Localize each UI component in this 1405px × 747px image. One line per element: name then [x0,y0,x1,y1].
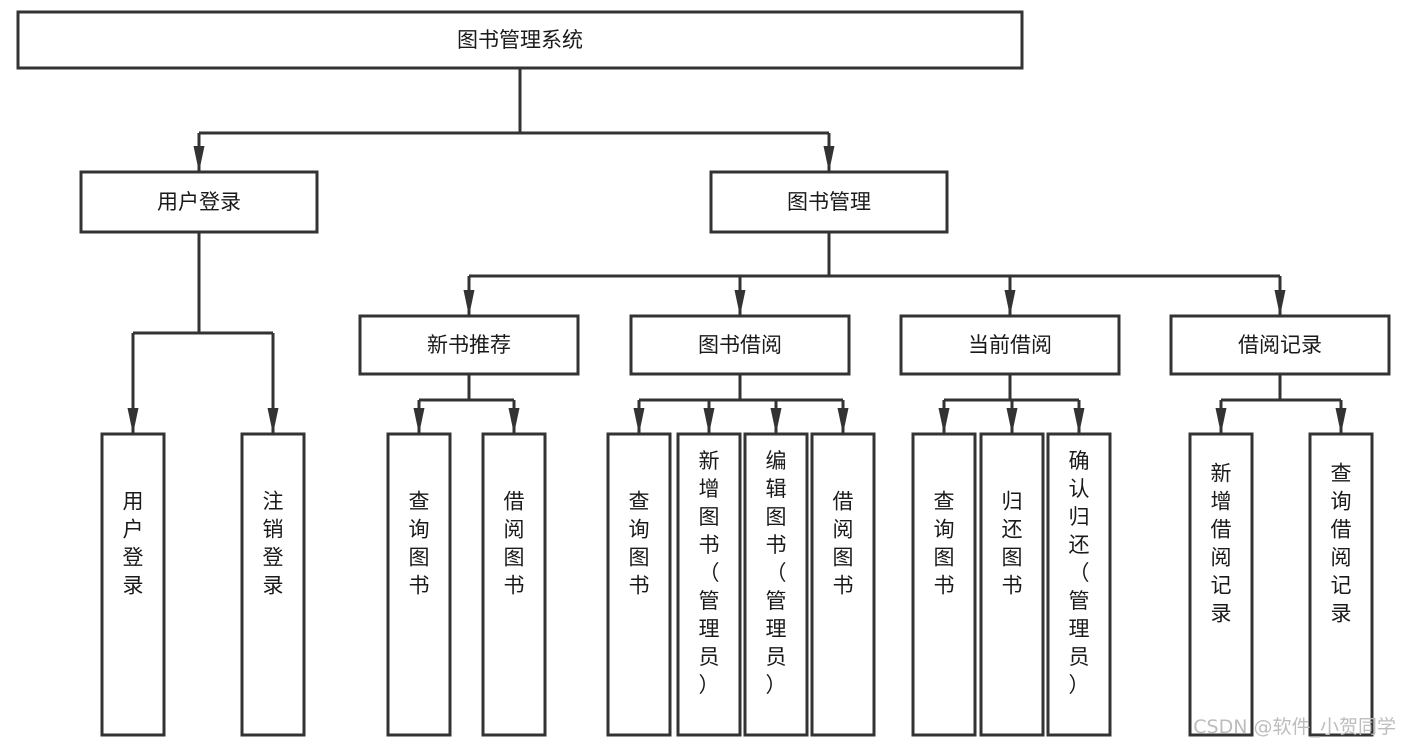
edge-login-arrow-0 [127,408,139,434]
node-l2-0-label: 用户登录 [157,190,241,214]
node-l3-2-box[interactable] [899,314,1121,376]
node-root-system-box[interactable] [16,10,1024,70]
node-leaf-7[interactable]: 借阅图书 [810,432,876,737]
node-l3-1-box[interactable] [629,314,851,376]
node-l2-1[interactable]: 图书管理 [709,170,949,234]
node-l3-0[interactable]: 新书推荐 [358,314,580,376]
node-leaf-0-label: 用户登录 [123,490,144,598]
node-leaf-6[interactable]: 编辑图书（管理员） [743,432,809,737]
node-leaf-6-box[interactable] [743,432,809,737]
node-leaf-3[interactable]: 借阅图书 [481,432,547,737]
edge-book-mgmt-arrow-2 [1004,290,1016,316]
node-leaf-11-label: 新增借阅记录 [1211,462,1232,626]
node-root-system[interactable]: 图书管理系统 [16,10,1024,70]
node-leaf-4[interactable]: 查询图书 [606,432,672,737]
node-leaf-8[interactable]: 查询图书 [911,432,977,737]
node-l2-0-box[interactable] [79,170,319,234]
node-leaf-3-box[interactable] [481,432,547,737]
node-leaf-11[interactable]: 新增借阅记录 [1188,432,1254,737]
node-leaf-10-box[interactable] [1046,432,1112,737]
node-leaf-6-label: 编辑图书（管理员） [766,449,787,697]
node-leaf-11-box[interactable] [1188,432,1254,737]
edge-group-3-arrow-0 [1215,408,1227,434]
node-l3-3-label: 借阅记录 [1238,333,1322,357]
node-leaf-2-box[interactable] [386,432,452,737]
node-l3-0-box[interactable] [358,314,580,376]
node-l3-1-label: 图书借阅 [698,333,782,357]
node-leaf-2[interactable]: 查询图书 [386,432,452,737]
node-leaf-4-label: 查询图书 [629,490,650,598]
edge-root-arrow-1 [823,146,835,172]
edge-book-mgmt-arrow-1 [734,290,746,316]
node-l3-2[interactable]: 当前借阅 [899,314,1121,376]
node-leaf-8-label: 查询图书 [934,490,955,598]
node-leaf-5-label: 新增图书（管理员） [699,449,720,697]
edge-login-arrow-1 [267,408,279,434]
node-l3-3[interactable]: 借阅记录 [1169,314,1391,376]
node-leaf-0[interactable]: 用户登录 [100,432,166,737]
csdn-watermark: CSDN @软件_小贺同学 [1193,716,1396,738]
edge-group-2-arrow-1 [1006,408,1018,434]
node-leaf-9-label: 归还图书 [1002,490,1023,598]
node-leaf-12[interactable]: 查询借阅记录 [1308,432,1374,737]
edge-group-1-arrow-3 [837,408,849,434]
node-leaf-5[interactable]: 新增图书（管理员） [676,432,742,737]
edge-group-0-arrow-1 [508,408,520,434]
node-leaf-1-box[interactable] [240,432,306,737]
node-leaf-8-box[interactable] [911,432,977,737]
node-l3-2-label: 当前借阅 [968,333,1052,357]
node-leaf-9[interactable]: 归还图书 [979,432,1045,737]
node-leaf-5-box[interactable] [676,432,742,737]
node-leaf-10[interactable]: 确认归还（管理员） [1046,432,1112,737]
node-l3-3-box[interactable] [1169,314,1391,376]
edge-group-1-arrow-0 [633,408,645,434]
edge-group-2-arrow-0 [938,408,950,434]
node-leaf-9-box[interactable] [979,432,1045,737]
edge-book-mgmt-arrow-0 [463,290,475,316]
edge-group-0-arrow-0 [413,408,425,434]
node-leaf-1[interactable]: 注销登录 [240,432,306,737]
edge-book-mgmt-arrow-3 [1274,290,1286,316]
node-layer: 图书管理系统用户登录图书管理新书推荐图书借阅当前借阅借阅记录用户登录注销登录查询… [16,10,1391,737]
edge-group-2-arrow-2 [1073,408,1085,434]
node-l2-0[interactable]: 用户登录 [79,170,319,234]
node-leaf-7-box[interactable] [810,432,876,737]
node-leaf-12-box[interactable] [1308,432,1374,737]
node-leaf-12-label: 查询借阅记录 [1331,462,1352,626]
connector-layer [127,68,1347,434]
node-leaf-10-label: 确认归还（管理员） [1069,449,1090,697]
node-leaf-2-label: 查询图书 [409,490,430,598]
node-l3-1[interactable]: 图书借阅 [629,314,851,376]
node-l2-1-label: 图书管理 [787,190,871,214]
edge-group-3-arrow-1 [1335,408,1347,434]
edge-group-1-arrow-1 [703,408,715,434]
node-leaf-0-box[interactable] [100,432,166,737]
node-l2-1-box[interactable] [709,170,949,234]
node-leaf-7-label: 借阅图书 [833,490,854,598]
edge-root-arrow-0 [193,146,205,172]
node-root-system-label: 图书管理系统 [457,28,583,52]
node-leaf-1-label: 注销登录 [263,490,284,598]
edge-group-1-arrow-2 [770,408,782,434]
node-leaf-3-label: 借阅图书 [504,490,525,598]
node-leaf-4-box[interactable] [606,432,672,737]
node-l3-0-label: 新书推荐 [427,333,511,357]
